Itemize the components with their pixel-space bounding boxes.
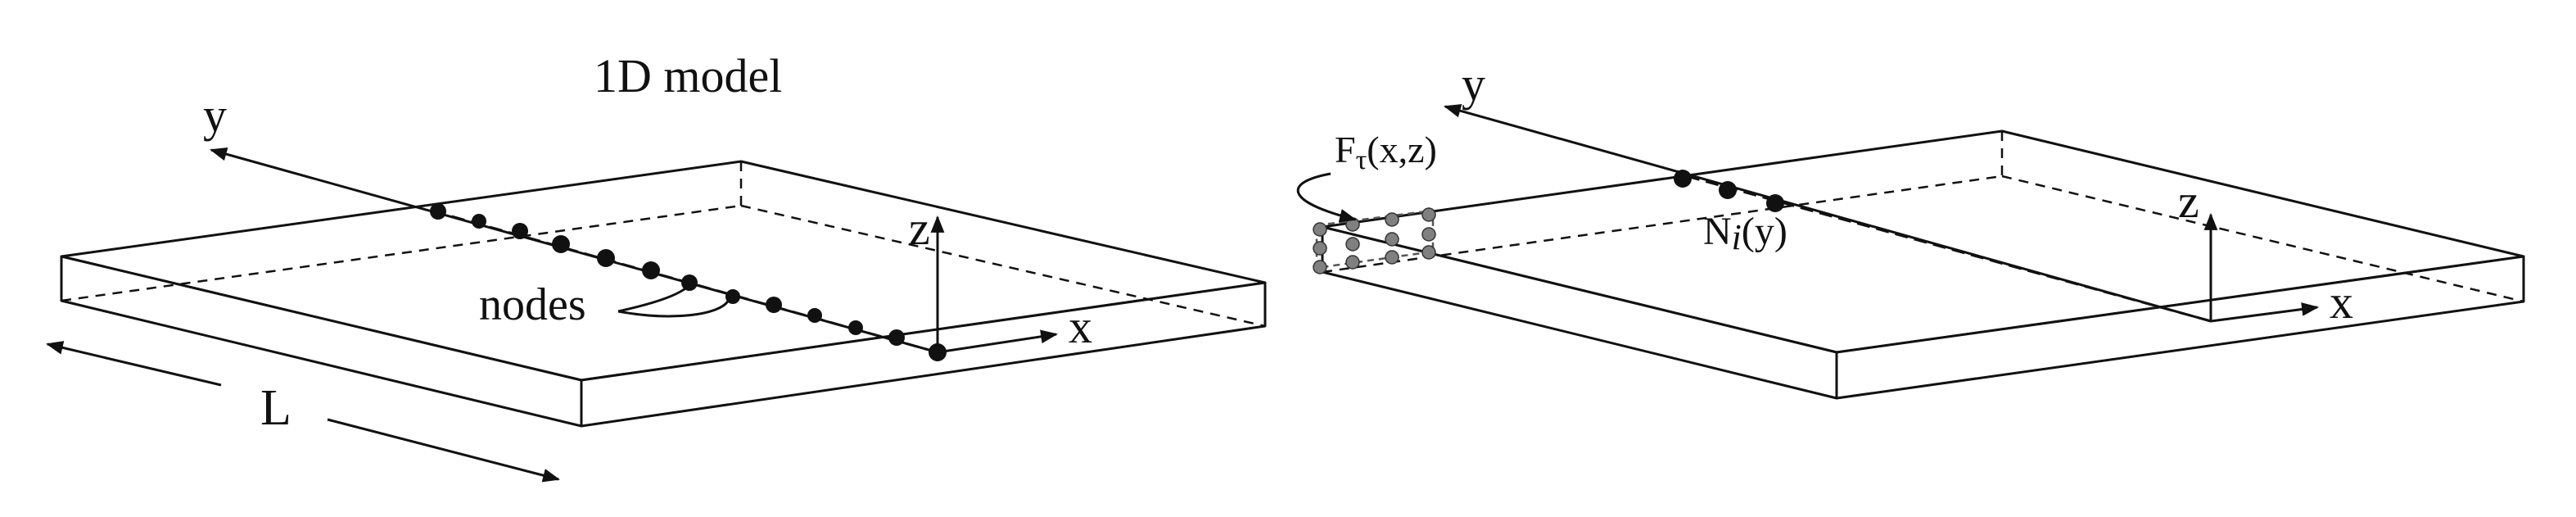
- nodes-leader-2: [617, 299, 730, 318]
- section-point: [1421, 227, 1436, 242]
- right-hidden-edge-right: [2001, 175, 2524, 303]
- section-point: [1421, 245, 1436, 260]
- section-point: [1313, 241, 1327, 256]
- section-point: [1385, 232, 1399, 247]
- right-z-label: z: [2178, 175, 2199, 228]
- left-hidden-edge-back: [61, 204, 742, 302]
- right-y-axis-arrow: [1443, 104, 2212, 323]
- section-point: [1385, 250, 1399, 265]
- node: [929, 343, 947, 361]
- length-arrow-right: [327, 418, 561, 483]
- node: [597, 249, 615, 267]
- nodes-leader-1: [617, 283, 691, 313]
- right-x-label: x: [2330, 275, 2353, 329]
- left-hidden-edge-right: [740, 204, 1266, 328]
- left-z-label: z: [909, 202, 930, 255]
- section-point: [1385, 212, 1399, 227]
- node: [512, 223, 528, 239]
- length-label: L: [260, 380, 291, 436]
- node: [642, 261, 660, 279]
- cross-section-leader-arrow: [1296, 172, 1358, 223]
- node: [430, 203, 446, 220]
- section-point: [1345, 255, 1360, 270]
- node: [1766, 194, 1784, 212]
- node: [681, 274, 698, 291]
- nodes-label: nodes: [479, 279, 586, 330]
- shape-function-label: Ni(y): [1703, 210, 1787, 257]
- left-x-label: x: [1069, 300, 1092, 353]
- cross-section-points: [1313, 207, 1436, 274]
- node: [888, 329, 905, 346]
- section-point: [1421, 207, 1436, 222]
- node: [472, 214, 486, 229]
- section-point: [1345, 237, 1360, 252]
- node: [807, 308, 822, 323]
- right-panel: y x z Ni(y): [1296, 57, 2525, 400]
- cross-section-function-label: Fτ(x,z): [1335, 129, 1437, 175]
- node: [848, 320, 863, 335]
- length-arrow-left: [45, 341, 222, 387]
- right-shape-nodes: [1674, 170, 1784, 212]
- right-x-axis-arrow: [2210, 302, 2320, 323]
- section-point: [1313, 260, 1327, 274]
- right-hidden-edge-back: [1322, 175, 2003, 274]
- node: [1674, 170, 1692, 188]
- left-nodes: [430, 203, 947, 361]
- section-point: [1313, 222, 1327, 237]
- left-panel: 1D model y x z: [45, 49, 1267, 483]
- left-x-axis-arrow: [937, 329, 1059, 354]
- node: [766, 297, 782, 313]
- left-plate: [60, 160, 1267, 428]
- node: [1719, 181, 1737, 199]
- right-plate: [1321, 129, 2525, 400]
- node: [552, 235, 570, 253]
- title-1d-model: 1D model: [594, 49, 782, 102]
- right-y-label: y: [1462, 57, 1485, 111]
- left-y-label: y: [203, 88, 227, 142]
